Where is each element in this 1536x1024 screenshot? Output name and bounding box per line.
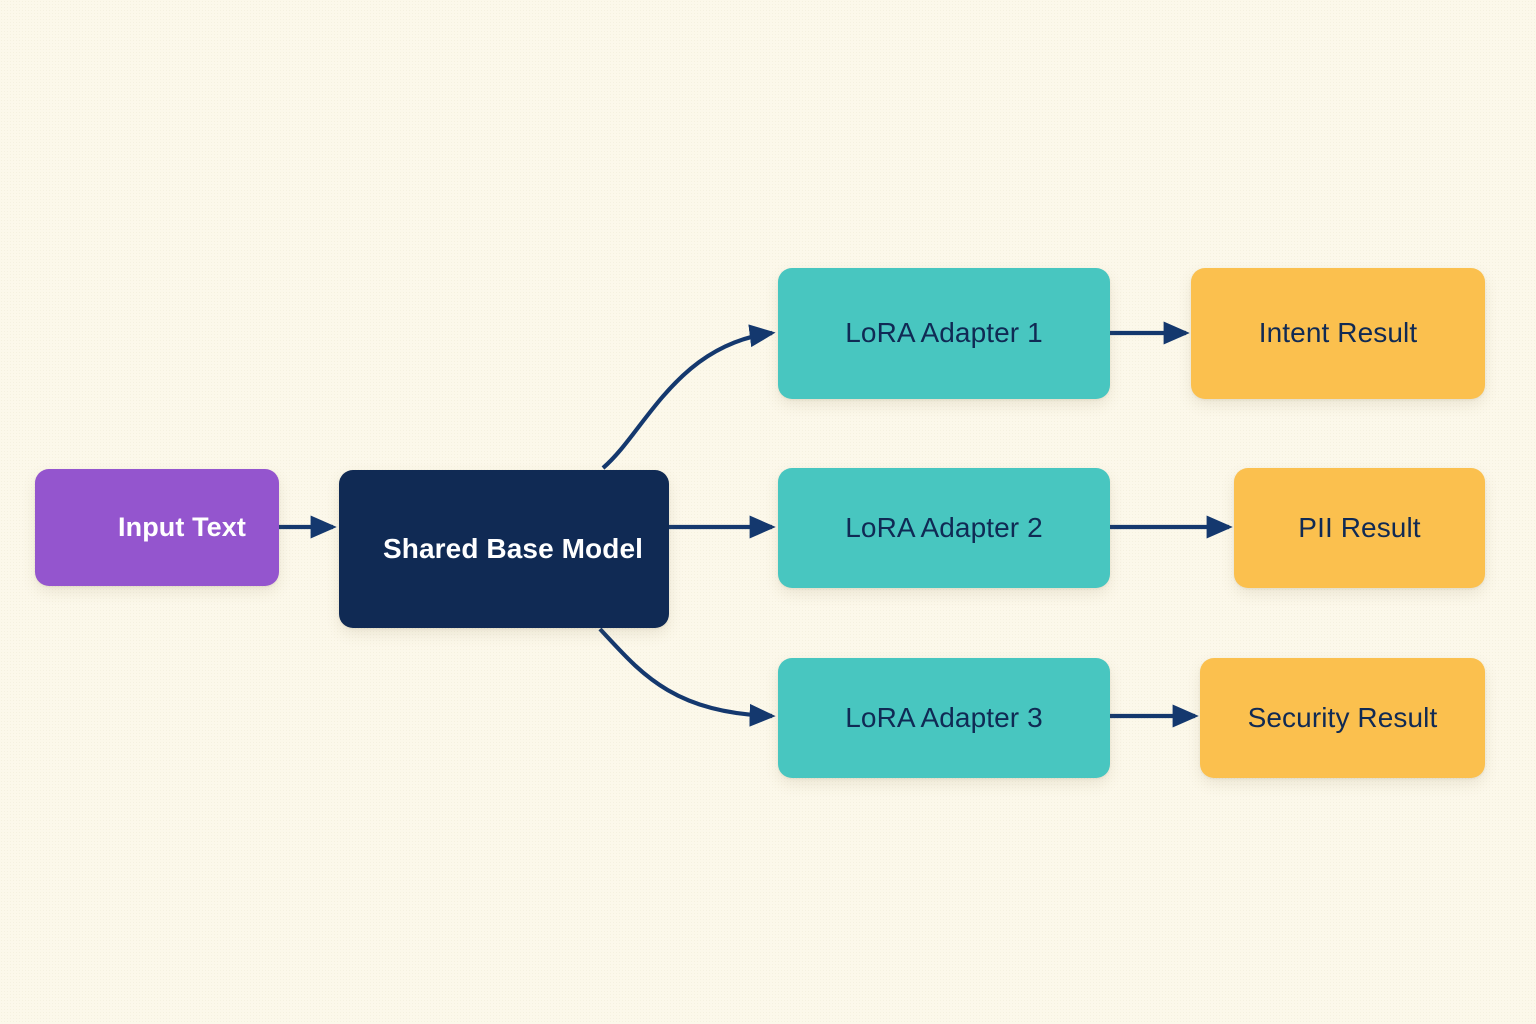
edge-base-to-lora3 — [598, 627, 776, 727]
node-lora-adapter-3-label: LoRA Adapter 3 — [845, 701, 1043, 733]
node-lora-adapter-3[interactable]: LoRA Adapter 3 — [778, 658, 1110, 778]
node-security-result-label: Security Result — [1247, 701, 1438, 733]
node-intent-result-label: Intent Result — [1258, 317, 1418, 349]
node-input-text[interactable]: Input Text — [35, 469, 279, 586]
edge-base-to-lora1 — [601, 324, 776, 470]
node-intent-result[interactable]: Intent Result — [1191, 268, 1485, 399]
node-shared-base-model-label: Shared Base Model — [383, 532, 644, 564]
node-pii-result[interactable]: PII Result — [1234, 468, 1485, 588]
node-input-text-label: Input Text — [118, 512, 246, 543]
node-lora-adapter-1[interactable]: LoRA Adapter 1 — [778, 268, 1110, 399]
node-security-result[interactable]: Security Result — [1200, 658, 1485, 778]
node-pii-result-label: PII Result — [1298, 511, 1421, 543]
node-lora-adapter-2[interactable]: LoRA Adapter 2 — [778, 468, 1110, 588]
node-lora-adapter-2-label: LoRA Adapter 2 — [845, 511, 1043, 543]
node-shared-base-model[interactable]: Shared Base Model — [339, 470, 669, 628]
node-lora-adapter-1-label: LoRA Adapter 1 — [845, 317, 1043, 349]
